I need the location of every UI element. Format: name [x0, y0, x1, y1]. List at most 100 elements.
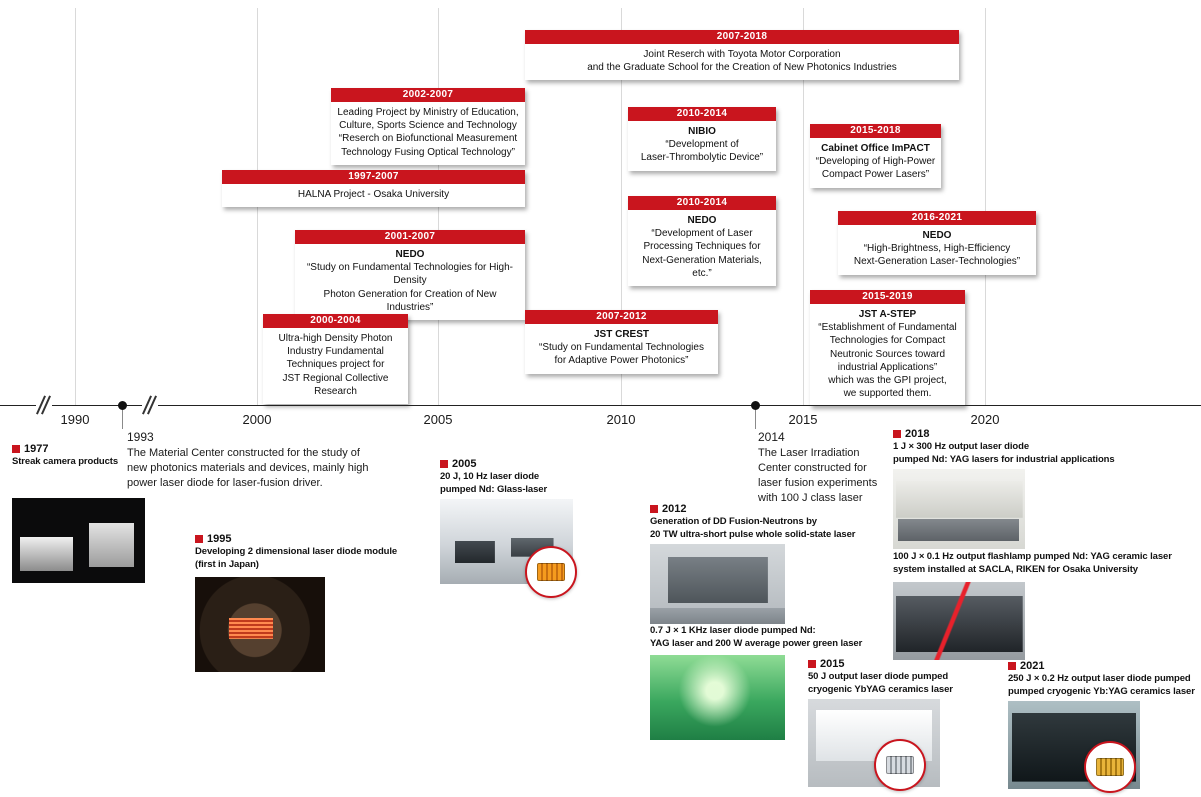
project-body: Ultra-high Density Photon Industry Funda… — [278, 333, 393, 397]
note-year: 1993 — [127, 430, 154, 444]
project-period: 2016-2021 — [838, 211, 1036, 225]
nd-glass-laser-photo — [440, 499, 577, 599]
milestone-2021: 2021 250 J × 0.2 Hz output laser diode p… — [1008, 660, 1201, 794]
axis-break-icon — [36, 394, 52, 416]
project-card: Leading Project by Ministry of Education… — [331, 102, 525, 165]
axis-break-icon — [142, 394, 158, 416]
red-square-bullet — [440, 460, 448, 468]
project-period: 2010-2014 — [628, 107, 776, 121]
timeline-dot-1993 — [118, 401, 127, 410]
milestone-year-label: 1977 — [24, 443, 49, 455]
milestone-year-label: 2015 — [820, 658, 845, 670]
project-box-leading-project: 2002-2007 Leading Project by Ministry of… — [331, 88, 525, 165]
milestone-heading: 2018 — [893, 428, 1143, 440]
note-year: 2014 — [758, 430, 785, 444]
year-label-2010: 2010 — [606, 412, 636, 427]
milestone-sacla: 100 J × 0.1 Hz output flashlamp pumped N… — [893, 551, 1193, 661]
green-laser-lab-photo — [650, 655, 785, 741]
project-box-nibio: 2010-2014 NIBIO “Development of Laser-Th… — [628, 107, 776, 171]
year-gridline-2015 — [803, 8, 804, 406]
streak-camera-photo — [12, 497, 145, 583]
project-period: 2015-2018 — [810, 124, 941, 138]
project-card: Ultra-high Density Photon Industry Funda… — [263, 328, 408, 404]
year-label-1990: 1990 — [60, 412, 90, 427]
milestone-1995: 1995 Developing 2 dimensional laser diod… — [195, 533, 435, 673]
project-box-toyota: 2007-2018 Joint Reserch with Toyota Moto… — [525, 30, 959, 81]
project-box-jst-regional: 2000-2004 Ultra-high Density Photon Indu… — [263, 314, 408, 404]
milestone-heading: 2005 — [440, 458, 585, 470]
project-card: JST A-STEP “Establishment of Fundamental… — [810, 304, 965, 407]
project-box-nedo-high-brightness: 2016-2021 NEDO “High-Brightness, High-Ef… — [838, 211, 1036, 275]
milestone-2018: 2018 1 J × 300 Hz output laser diode pum… — [893, 428, 1143, 550]
red-square-bullet — [650, 505, 658, 513]
project-org: NEDO — [395, 249, 425, 260]
milestone-text: 100 J × 0.1 Hz output flashlamp pumped N… — [893, 551, 1172, 575]
project-org: JST CREST — [593, 329, 649, 340]
project-box-impact: 2015-2018 Cabinet Office ImPACT “Develop… — [810, 124, 941, 188]
milestone-heading: 1977 — [12, 443, 162, 455]
milestone-year-label: 2005 — [452, 458, 477, 470]
fusion-neutron-laser-photo — [650, 544, 785, 625]
year-gridline-2020 — [985, 8, 986, 406]
project-period: 2001-2007 — [295, 230, 525, 244]
timeline-axis — [0, 405, 1201, 406]
milestone-heading: 2021 — [1008, 660, 1201, 672]
year-label-2000: 2000 — [242, 412, 272, 427]
milestone-heading: 1995 — [195, 533, 435, 545]
year-gridline-2010 — [621, 8, 622, 406]
project-card: NEDO “Development of Laser Processing Te… — [628, 210, 776, 286]
highlight-circle — [874, 739, 926, 792]
dot-connector-line — [122, 410, 123, 429]
laser-amplifier-module-icon — [537, 563, 565, 582]
milestone-1977: 1977 Streak camera products — [12, 443, 162, 583]
note-text: The Laser Irradiation Center constructed… — [758, 447, 878, 504]
project-org: Cabinet Office ImPACT — [821, 143, 930, 154]
project-org: NEDO — [922, 230, 952, 241]
milestone-2015: 2015 50 J output laser diode pumped cryo… — [808, 658, 973, 792]
year-label-2015: 2015 — [788, 412, 818, 427]
project-card: HALNA Project - Osaka University — [222, 184, 525, 208]
project-card: NEDO “Study on Fundamental Technologies … — [295, 244, 525, 320]
year-gridline-1990 — [75, 8, 76, 406]
project-body: “Development of Laser-Thrombolytic Devic… — [640, 139, 764, 164]
project-body: Leading Project by Ministry of Education… — [337, 107, 519, 158]
project-period: 2002-2007 — [331, 88, 525, 102]
red-square-bullet — [12, 445, 20, 453]
laser-module-icon — [1096, 758, 1124, 777]
project-body: “High-Brightness, High-Efficiency Next-G… — [853, 243, 1021, 268]
project-card: JST CREST “Study on Fundamental Technolo… — [525, 324, 718, 374]
year-label-2020: 2020 — [970, 412, 1000, 427]
milestone-text: Streak camera products — [12, 456, 119, 467]
industrial-ndyag-laser-photo — [893, 469, 1025, 550]
project-period: 2007-2012 — [525, 310, 718, 324]
dot-connector-line — [755, 410, 756, 429]
milestone-text: 250 J × 0.2 Hz output laser diode pumped… — [1008, 673, 1195, 697]
project-box-jst-crest: 2007-2012 JST CREST “Study on Fundamenta… — [525, 310, 718, 374]
cryogenic-ybyag-250j-laser-photo — [1008, 701, 1140, 794]
timeline-dot-2014 — [751, 401, 760, 410]
milestone-heading: 2015 — [808, 658, 973, 670]
project-card: Cabinet Office ImPACT “Developing of Hig… — [810, 138, 941, 188]
milestone-text: 0.7 J × 1 KHz laser diode pumped Nd: YAG… — [650, 625, 863, 649]
milestone-text: 20 J, 10 Hz laser diode pumped Nd: Glass… — [440, 471, 548, 495]
milestone-text: Developing 2 dimensional laser diode mod… — [195, 546, 398, 570]
project-box-nedo-photon: 2001-2007 NEDO “Study on Fundamental Tec… — [295, 230, 525, 320]
project-card: NIBIO “Development of Laser-Thrombolytic… — [628, 121, 776, 171]
highlight-circle — [525, 546, 577, 599]
project-body: HALNA Project - Osaka University — [297, 189, 450, 200]
project-org: NEDO — [687, 215, 717, 226]
milestone-heading: 2012 — [650, 503, 900, 515]
milestone-green-laser: 0.7 J × 1 KHz laser diode pumped Nd: YAG… — [650, 625, 895, 741]
milestone-year-label: 1995 — [207, 533, 232, 545]
project-period: 2010-2014 — [628, 196, 776, 210]
red-square-bullet — [195, 535, 203, 543]
milestone-year-label: 2012 — [662, 503, 687, 515]
project-box-jst-astep: 2015-2019 JST A-STEP “Establishment of F… — [810, 290, 965, 407]
note-2014: 2014 The Laser Irradiation Center constr… — [758, 430, 890, 505]
year-label-2005: 2005 — [423, 412, 453, 427]
project-org: JST A-STEP — [858, 309, 917, 320]
laser-module-icon — [886, 756, 914, 775]
milestone-text: Generation of DD Fusion-Neutrons by 20 T… — [650, 516, 856, 540]
project-body: Joint Reserch with Toyota Motor Corporat… — [587, 49, 897, 74]
